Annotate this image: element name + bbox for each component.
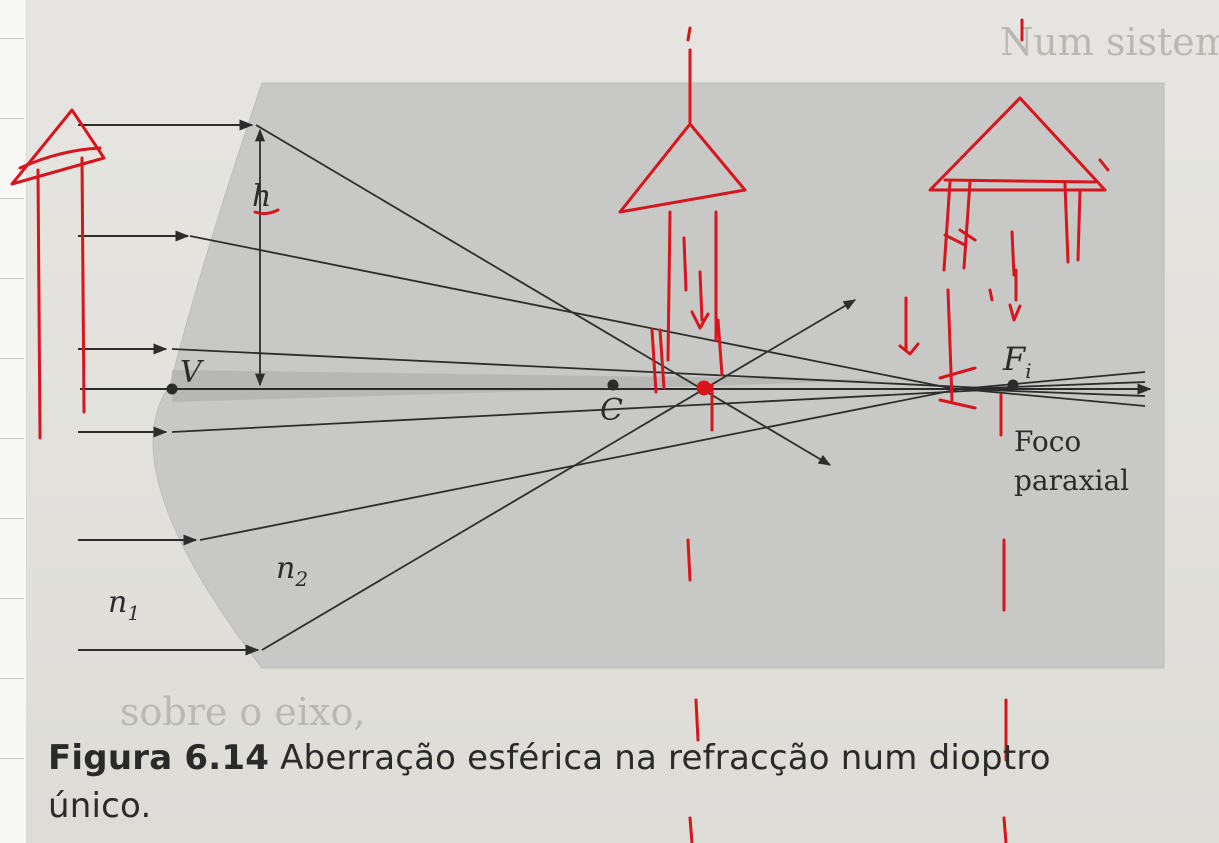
margin-rule [0, 278, 24, 279]
vertex-point [166, 383, 178, 395]
bleed-through-text: Num sistema [1000, 20, 1219, 64]
converging-bundle [959, 388, 1146, 407]
margin-rule [0, 518, 24, 519]
annotation-h-underline [253, 208, 280, 216]
margin-rule [0, 38, 24, 39]
annotation-right-ticks [999, 393, 1008, 843]
label-fi: Fi [1002, 340, 1032, 383]
refracted-rays [171, 124, 1146, 651]
incident-rays [78, 119, 260, 656]
margin-rule [0, 758, 24, 759]
figure-caption-line-2: único. [48, 786, 152, 826]
annotation-small-arrows [938, 366, 977, 410]
margin-rule [0, 438, 24, 439]
margin-rule [0, 118, 24, 119]
marginal-ray-lower [261, 299, 857, 651]
label-h: h [252, 179, 271, 214]
refracting-medium-n2 [152, 82, 1165, 669]
label-c: C [600, 393, 623, 428]
notes-app-margin [0, 0, 27, 843]
annotation-left-arrow [10, 108, 106, 440]
margin-rule [0, 198, 24, 199]
converging-bundle [959, 381, 1146, 390]
margin-rule [0, 678, 24, 679]
label-n2: n2 [276, 551, 308, 591]
bleed-through-text: sobre o eixo, [120, 690, 366, 734]
annotation-middle-ticks [686, 538, 700, 843]
label-paraxial: paraxial [1014, 464, 1129, 497]
paraxial-ray-upper [171, 348, 1006, 390]
label-n1: n1 [108, 585, 140, 625]
axis-shadow-band [172, 370, 900, 402]
converging-bundle [959, 388, 1146, 397]
figure-caption-line-1: Figura 6.14 Aberração esférica na refrac… [48, 738, 1051, 778]
zonal-ray-lower [199, 388, 961, 541]
margin-rule [0, 358, 24, 359]
annotation-red-dot [696, 380, 712, 396]
annotation-middle-image [618, 26, 747, 432]
converging-bundle [959, 371, 1146, 390]
focus-point [1007, 379, 1019, 391]
annotation-right-image [898, 18, 1110, 402]
marginal-ray-upper [255, 124, 832, 466]
margin-rule [0, 598, 24, 599]
red-annotations [10, 18, 1110, 843]
label-v: V [180, 355, 205, 390]
label-foco: Foco [1014, 425, 1081, 458]
center-point [607, 379, 619, 391]
zonal-ray-upper [189, 235, 956, 390]
paraxial-ray-lower [171, 388, 1006, 433]
